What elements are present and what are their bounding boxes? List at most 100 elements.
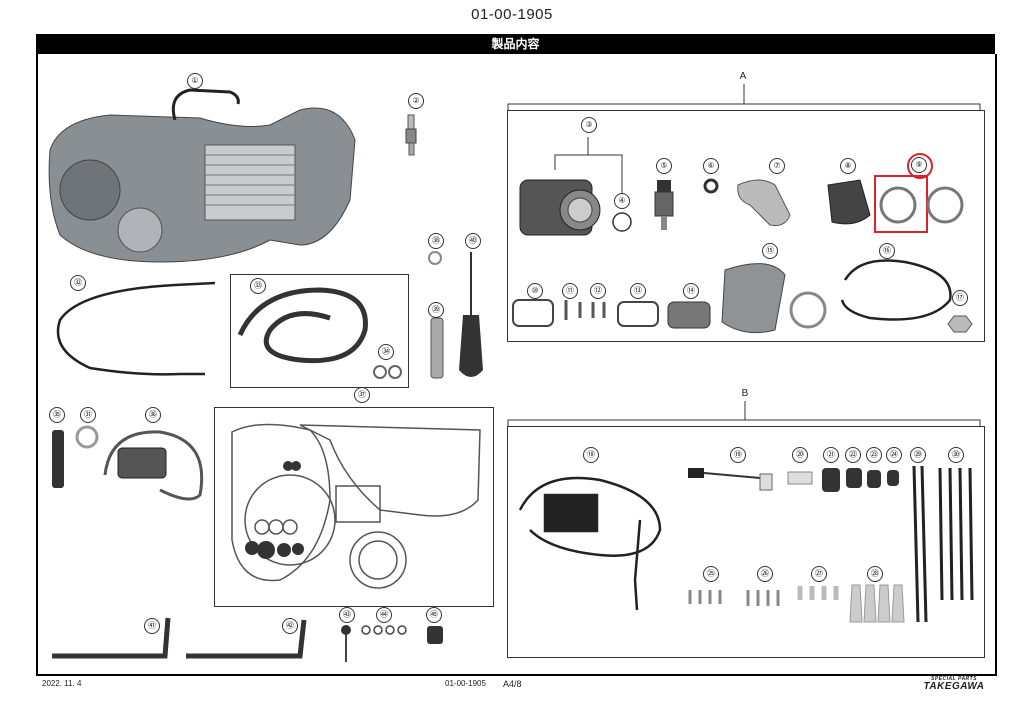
throttle-body-image: [519, 179, 601, 236]
insulator-image: [827, 179, 871, 225]
part-number-12: ⑫: [590, 283, 606, 299]
section-b-box: [507, 426, 985, 658]
clips-27-image: [797, 586, 839, 600]
footer-code: 01-00-1905: [445, 679, 486, 688]
part-number-27: ㉗: [811, 566, 827, 582]
hose-clip-image: [373, 365, 402, 379]
gasket-box: [214, 407, 494, 607]
screws-26-image: [746, 590, 780, 606]
nut-17-image: [947, 315, 973, 333]
part-number-40: ㊵: [465, 233, 481, 249]
screwdriver-40-image: [459, 252, 483, 377]
wiring-harness-image: [518, 476, 662, 611]
socket-39-image: [430, 317, 444, 379]
section-banner: 製品内容: [36, 34, 995, 54]
part-number-43: ㊸: [339, 607, 355, 623]
part-number-45: ㊺: [426, 607, 442, 623]
part-number-16: ⑯: [879, 243, 895, 259]
part-number-26: ㉖: [757, 566, 773, 582]
part-number-31: ㉛: [80, 407, 96, 423]
part-number-10: ⑩: [527, 283, 543, 299]
footer-page: A4/8: [503, 679, 522, 689]
manifold-image: [737, 179, 791, 226]
clutch-cable-image: [56, 281, 216, 376]
part-number-1: ①: [187, 73, 203, 89]
part-number-37: ㊲: [354, 387, 370, 403]
hose-box: [230, 274, 409, 388]
screws-25-image: [688, 590, 722, 604]
part-number-39: ㊴: [428, 302, 444, 318]
part-number-18: ⑱: [583, 447, 599, 463]
part-number-17: ⑰: [952, 290, 968, 306]
contents-frame: [36, 54, 997, 676]
clamp-9b-image: [926, 186, 964, 224]
brand-name: TAKEGAWA: [923, 681, 985, 692]
part-number-14: ⑭: [683, 283, 699, 299]
clamp-9a-image: [879, 186, 917, 224]
bolts-11-12-image: [564, 300, 606, 320]
part-number-42: ㊷: [282, 618, 298, 634]
brand-tagline: SPECIAL PARTS: [931, 676, 977, 682]
part-number-32: ㉜: [70, 275, 86, 291]
grommets-21-24-image: [822, 468, 899, 492]
injector-image: [654, 180, 674, 230]
section-a-label: A: [739, 71, 747, 82]
gasket-set-image: [231, 423, 481, 589]
engine-image: [48, 88, 356, 263]
hex-wrench-41-image: [52, 617, 171, 659]
fuel-hose-image: [237, 287, 368, 364]
o-ring-4-image: [612, 212, 632, 232]
circlips-44-image: [361, 625, 407, 635]
plug-cap-35-image: [52, 430, 64, 488]
part-number-13: ⑬: [630, 283, 646, 299]
collar-45-image: [427, 626, 443, 644]
bolt-43-image: [341, 625, 351, 662]
cable-ties-30-image: [938, 467, 974, 601]
part-number-3: ③: [581, 117, 597, 133]
part-number-6: ⑥: [703, 158, 719, 174]
cable-ties-29-image: [912, 465, 928, 623]
plugs-28-image: [849, 584, 905, 623]
part-number-33: ㉝: [250, 278, 266, 294]
section-a-box: [507, 110, 985, 342]
part-number-4: ④: [614, 193, 630, 209]
part-number-9: ⑨: [911, 157, 927, 173]
gasket-13-image: [617, 301, 659, 327]
part-number-29: ㉙: [910, 447, 926, 463]
spark-plug-image: [405, 114, 417, 156]
brand-logo: SPECIAL PARTS TAKEGAWA: [918, 676, 990, 692]
hex-wrench-42-image: [186, 619, 307, 659]
o-ring-31-image: [75, 425, 99, 449]
part-number-5: ⑤: [656, 158, 672, 174]
part-number-36: ㊱: [145, 407, 161, 423]
air-filter-image: [721, 263, 827, 334]
document-code: 01-00-1905: [471, 6, 553, 23]
footer-date: 2022. 11. 4: [42, 679, 82, 688]
pad-20-image: [787, 471, 813, 485]
seal-6-image: [703, 178, 719, 194]
section-b-label: B: [741, 388, 749, 399]
part-number-44: ㊹: [376, 607, 392, 623]
part-number-20: ⑳: [792, 447, 808, 463]
sensor-19-image: [688, 468, 773, 491]
part-number-22: ㉒: [845, 447, 861, 463]
oil-seals-image: [245, 461, 304, 559]
gasket-10-image: [512, 299, 554, 327]
part-number-21: ㉑: [823, 447, 839, 463]
part-number-30: ㉚: [948, 447, 964, 463]
part-number-25: ㉕: [703, 566, 719, 582]
ignition-coil-image: [103, 430, 204, 501]
part-number-41: ㊶: [144, 618, 160, 634]
part-number-28: ㉘: [867, 566, 883, 582]
washer-38-image: [428, 251, 442, 265]
part-number-2: ②: [408, 93, 424, 109]
part-number-7: ⑦: [769, 158, 785, 174]
part-number-34: ㉞: [378, 344, 394, 360]
part-number-15: ⑮: [762, 243, 778, 259]
throttle-cable-image: [840, 259, 952, 321]
part-number-11: ⑪: [562, 283, 578, 299]
spacer-14-image: [667, 301, 711, 329]
